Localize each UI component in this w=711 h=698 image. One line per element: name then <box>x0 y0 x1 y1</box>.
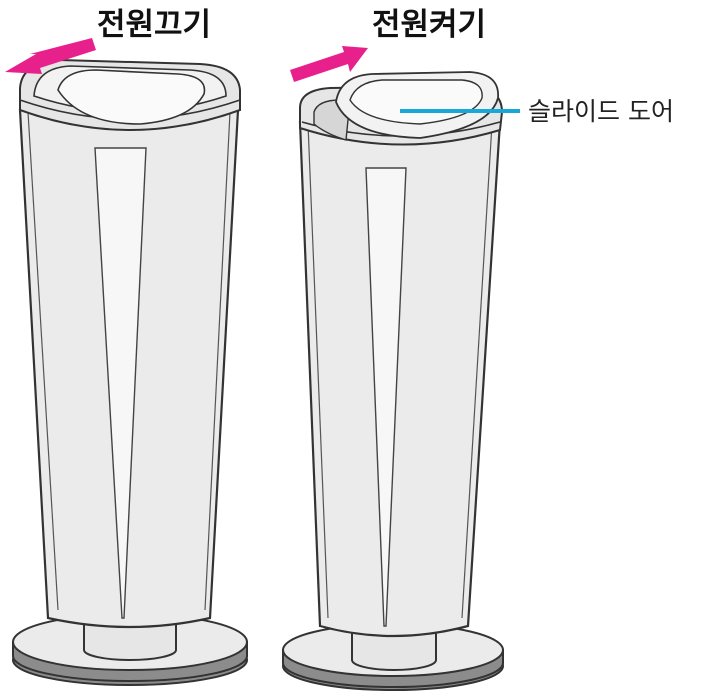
tower-top-right <box>300 72 502 145</box>
power-off-label: 전원끄기 <box>97 7 211 43</box>
tower-power-on <box>283 46 503 690</box>
tower-body-right <box>300 111 500 636</box>
slide-door-label: 슬라이드 도어 <box>528 97 674 126</box>
tower-body-left <box>20 100 238 627</box>
tower-top-left <box>20 60 240 130</box>
tower-power-off <box>5 38 247 685</box>
power-on-label: 전원켜기 <box>372 7 486 43</box>
